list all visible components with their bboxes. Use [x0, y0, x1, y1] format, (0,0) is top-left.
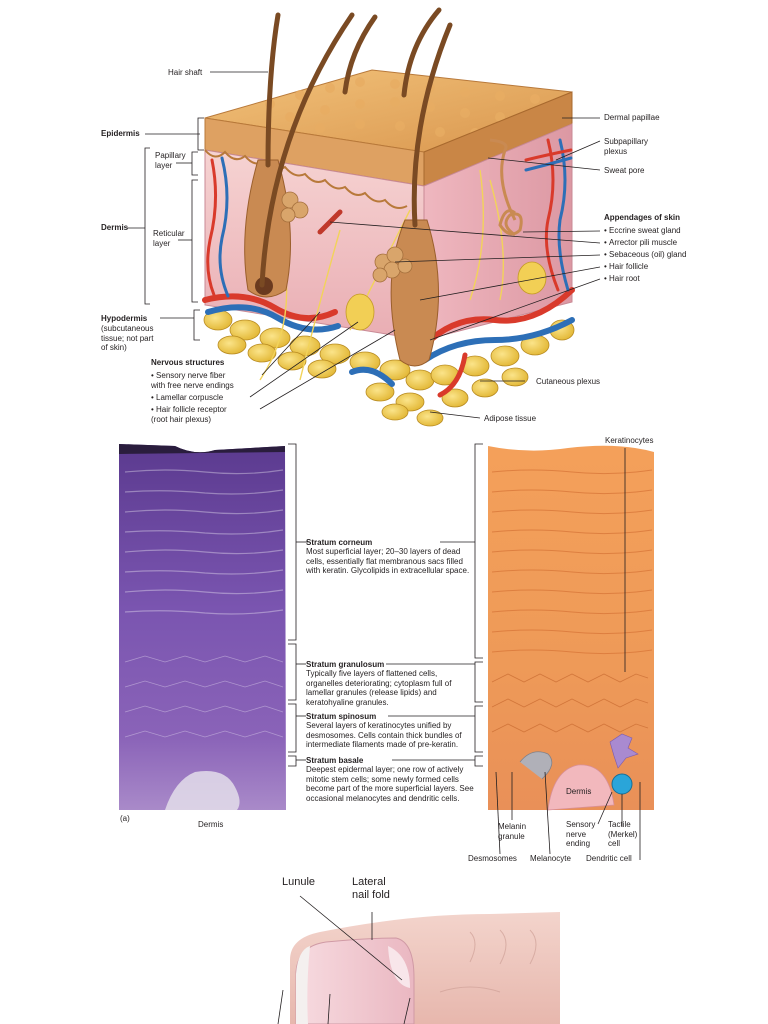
label-sensory-nerve-ending: Sensory nerve ending	[566, 820, 596, 848]
skin-block-illustration	[127, 7, 601, 427]
label-desmosomes: Desmosomes	[468, 854, 517, 863]
epidermis-layers-figure: Keratinocytes Stratum corneum Most super…	[0, 432, 768, 872]
label-arrector-pili-muscle: Arrector pili muscle	[604, 238, 677, 248]
lamellar-corpuscles	[345, 261, 547, 331]
label-stratum-spinosum: Stratum spinosum	[306, 712, 377, 721]
label-reticular-layer: Reticular layer	[153, 229, 185, 248]
label-appendages-of-skin: Appendages of skin	[604, 213, 681, 222]
desc-stratum-basale: Deepest epidermal layer; one row of acti…	[306, 765, 474, 803]
keratinocyte-illustration	[488, 445, 654, 810]
hair-shaft-3	[342, 14, 378, 95]
sebaceous-gland	[280, 191, 413, 283]
label-dendritic-cell: Dendritic cell	[586, 854, 632, 863]
label-stratum-corneum: Stratum corneum	[306, 538, 373, 547]
epidermis-illustration	[119, 443, 654, 860]
label-stratum-basale: Stratum basale	[306, 756, 364, 765]
label-lateral-nail-fold: Lateral nail fold	[352, 876, 390, 901]
label-melanocyte: Melanocyte	[530, 854, 571, 863]
label-lamellar-corpuscle: Lamellar corpuscle	[151, 393, 223, 403]
label-dermal-papillae: Dermal papillae	[604, 113, 660, 122]
label-dermis-illustration: Dermis	[566, 787, 592, 796]
skin-structure-diagram: Hair shaft Epidermis Papillary layer Der…	[0, 0, 768, 432]
label-hypodermis-note: (subcutaneous tissue; not part of skin)	[101, 324, 154, 352]
hair-shaft-1	[265, 12, 281, 168]
label-papillary-layer: Papillary layer	[155, 151, 186, 170]
label-melanin-granule: Melanin granule	[498, 822, 527, 841]
label-sebaceous-gland: Sebaceous (oil) gland	[604, 250, 686, 260]
desc-stratum-corneum: Most superficial layer; 20–30 layers of …	[306, 547, 470, 575]
label-stratum-granulosum: Stratum granulosum	[306, 660, 385, 669]
lunule-shape	[388, 946, 410, 988]
label-adipose-tissue: Adipose tissue	[484, 414, 537, 423]
tactile-cell-shape	[611, 773, 633, 795]
label-subpapillary-plexus: Subpapillary plexus	[604, 137, 649, 156]
adipose-tissue	[203, 309, 575, 427]
desc-stratum-spinosum: Several layers of keratinocytes unified …	[306, 721, 462, 749]
fingernail-illustration	[277, 895, 560, 1024]
hair-shaft-5	[411, 22, 453, 228]
label-dermis: Dermis	[101, 223, 129, 232]
label-hair-follicle: Hair follicle	[604, 262, 648, 272]
panel-label-a: (a)	[120, 814, 130, 823]
label-keratinocytes: Keratinocytes	[605, 436, 654, 445]
label-lunule: Lunule	[282, 876, 316, 888]
nail-plate	[295, 937, 415, 1024]
hair-shaft-2	[259, 12, 355, 288]
label-eccrine-sweat-gland: Eccrine sweat gland	[604, 226, 681, 236]
label-cutaneous-plexus: Cutaneous plexus	[536, 377, 601, 386]
label-hypodermis: Hypodermis	[101, 314, 148, 323]
label-dermis-micrograph: Dermis	[198, 820, 224, 829]
label-hair-follicle-receptor: Hair follicle receptor (root hair plexus…	[151, 405, 227, 424]
label-epidermis: Epidermis	[101, 129, 140, 138]
desc-stratum-granulosum: Typically five layers of flattened cells…	[306, 669, 452, 707]
eccrine-sweat-gland	[489, 138, 523, 237]
label-sweat-pore: Sweat pore	[604, 166, 645, 175]
histology-micrograph	[119, 444, 286, 810]
fingernail-figure: Lunule Lateral nail fold	[0, 872, 768, 1024]
label-hair-root: Hair root	[604, 274, 640, 284]
label-nervous-structures: Nervous structures	[151, 358, 225, 367]
label-hair-shaft: Hair shaft	[168, 68, 203, 77]
label-tactile-merkel-cell: Tactile (Merkel) cell	[608, 820, 638, 848]
hair-shaft-4	[401, 7, 442, 98]
label-sensory-nerve-fiber: Sensory nerve fiber with free nerve endi…	[151, 371, 234, 390]
